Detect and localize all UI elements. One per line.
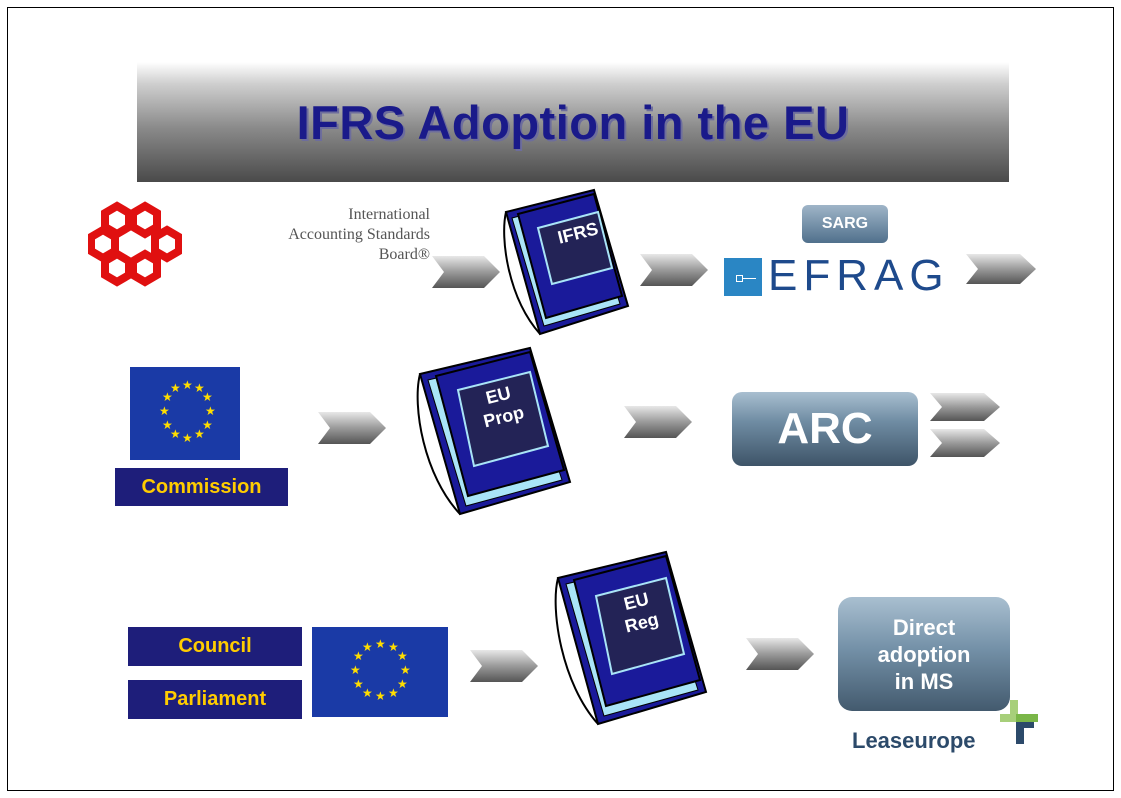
svg-text:★: ★ [202, 390, 213, 404]
direct-adoption-line: in MS [894, 668, 954, 694]
book-icon [554, 550, 708, 726]
svg-text:★: ★ [170, 381, 181, 395]
slide-title: IFRS Adoption in the EU [296, 95, 850, 149]
svg-text:★: ★ [362, 640, 373, 654]
sarg-badge: SARG [802, 205, 888, 243]
arrow-icon [966, 254, 1036, 284]
eu-flag-icon: ★★★ ★★★ ★★★ ★★★ [130, 367, 240, 460]
svg-text:★: ★ [159, 404, 170, 418]
svg-text:★: ★ [350, 663, 361, 677]
arrow-icon [470, 650, 538, 682]
svg-text:★: ★ [353, 649, 364, 663]
svg-text:★: ★ [170, 427, 181, 441]
svg-text:★: ★ [205, 404, 216, 418]
iasb-line: Board® [378, 246, 430, 263]
arrow-icon [318, 412, 386, 444]
svg-text:★: ★ [182, 431, 193, 445]
book-icon [503, 188, 630, 336]
svg-text:★: ★ [388, 640, 399, 654]
svg-text:★: ★ [162, 418, 173, 432]
arrow-icon [930, 429, 1000, 457]
arrow-icon [432, 256, 500, 288]
svg-text:★: ★ [162, 390, 173, 404]
slide-frame [7, 7, 1114, 791]
iasb-logo-icon [88, 201, 182, 287]
direct-adoption-box: Direct adoption in MS [838, 597, 1010, 711]
svg-text:★: ★ [397, 677, 408, 691]
arrow-icon [624, 406, 692, 438]
iasb-line: International [348, 206, 430, 223]
iasb-line: Accounting Standards [288, 226, 430, 243]
eu-flag-icon: ★★★ ★★★ ★★★ ★★★ [312, 627, 448, 717]
parliament-label: Parliament [128, 680, 302, 719]
svg-text:★: ★ [400, 663, 411, 677]
council-label: Council [128, 627, 302, 666]
svg-text:★: ★ [388, 686, 399, 700]
svg-text:★: ★ [397, 649, 408, 663]
title-banner: IFRS Adoption in the EU [137, 62, 1009, 182]
svg-text:★: ★ [182, 378, 193, 392]
svg-text:★: ★ [375, 689, 386, 703]
arc-box: ARC [732, 392, 918, 466]
efrag-logo-icon [724, 258, 762, 296]
svg-text:★: ★ [194, 427, 205, 441]
svg-text:★: ★ [202, 418, 213, 432]
svg-text:★: ★ [375, 637, 386, 651]
arrow-icon [640, 254, 708, 286]
arrow-icon [746, 638, 814, 670]
svg-text:★: ★ [194, 381, 205, 395]
svg-text:★: ★ [353, 677, 364, 691]
iasb-name: International Accounting Standards Board… [190, 205, 430, 265]
efrag-logo-text: EFRAG [768, 251, 950, 300]
book-icon [416, 346, 572, 516]
arrow-icon [930, 393, 1000, 421]
svg-text:★: ★ [362, 686, 373, 700]
direct-adoption-line: adoption [877, 641, 971, 667]
leaseurope-logo-text: Leaseurope [852, 728, 976, 753]
direct-adoption-line: Direct [892, 614, 956, 640]
leaseurope-cross-icon [1000, 700, 1038, 744]
commission-label: Commission [115, 468, 288, 506]
